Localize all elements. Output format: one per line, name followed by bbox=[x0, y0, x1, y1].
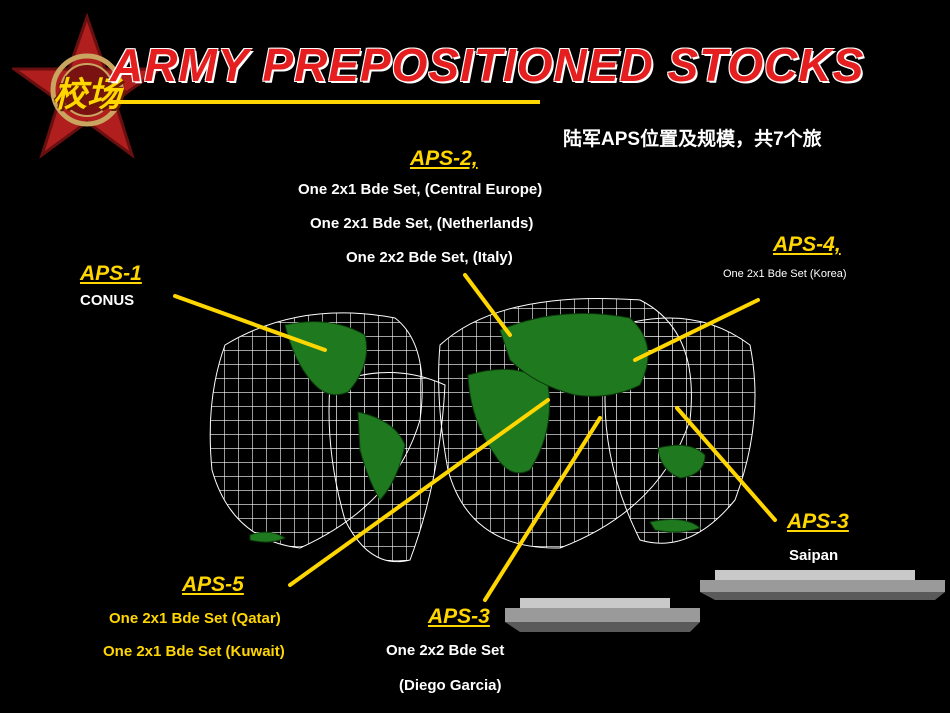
page-subtitle: 陆军APS位置及规模，共7个旅 bbox=[563, 129, 822, 150]
aps5-heading: APS-5 bbox=[182, 573, 244, 596]
ship-icon bbox=[505, 598, 700, 632]
aps2-line-1: One 2x1 Bde Set, (Central Europe) bbox=[298, 181, 543, 198]
aps4-heading: APS-4, bbox=[773, 233, 841, 256]
page-title: ARMY PREPOSITIONED STOCKS bbox=[110, 39, 865, 91]
star-emblem-icon: 校场 bbox=[12, 12, 162, 162]
aps1-heading: APS-1 bbox=[80, 262, 142, 285]
land-masses bbox=[249, 313, 706, 543]
aps3-diego-heading: APS-3 bbox=[428, 605, 490, 628]
aps3-diego-line-2: (Diego Garcia) bbox=[399, 677, 502, 694]
aps3-saipan-heading: APS-3 bbox=[787, 510, 849, 533]
aps1-label: APS-1 CONUS bbox=[80, 262, 142, 309]
aps4-line: One 2x1 Bde Set (Korea) bbox=[723, 268, 847, 280]
aps2-heading-text: APS-2, bbox=[410, 147, 478, 170]
ship-icon bbox=[700, 570, 945, 600]
aps3-saipan-line: Saipan bbox=[789, 547, 839, 564]
aps3-diego-line-1: One 2x2 Bde Set bbox=[386, 642, 505, 659]
title-underline bbox=[108, 100, 540, 104]
emblem-text: 校场 bbox=[53, 76, 121, 114]
aps1-line: CONUS bbox=[80, 292, 135, 309]
aps2-line-2: One 2x1 Bde Set, (Netherlands) bbox=[310, 215, 534, 232]
aps5-line-2: One 2x1 Bde Set (Kuwait) bbox=[103, 643, 285, 660]
aps5-line-1: One 2x1 Bde Set (Qatar) bbox=[109, 610, 281, 627]
aps2-line-3: One 2x2 Bde Set, (Italy) bbox=[346, 249, 513, 266]
leader-lines bbox=[173, 273, 777, 602]
